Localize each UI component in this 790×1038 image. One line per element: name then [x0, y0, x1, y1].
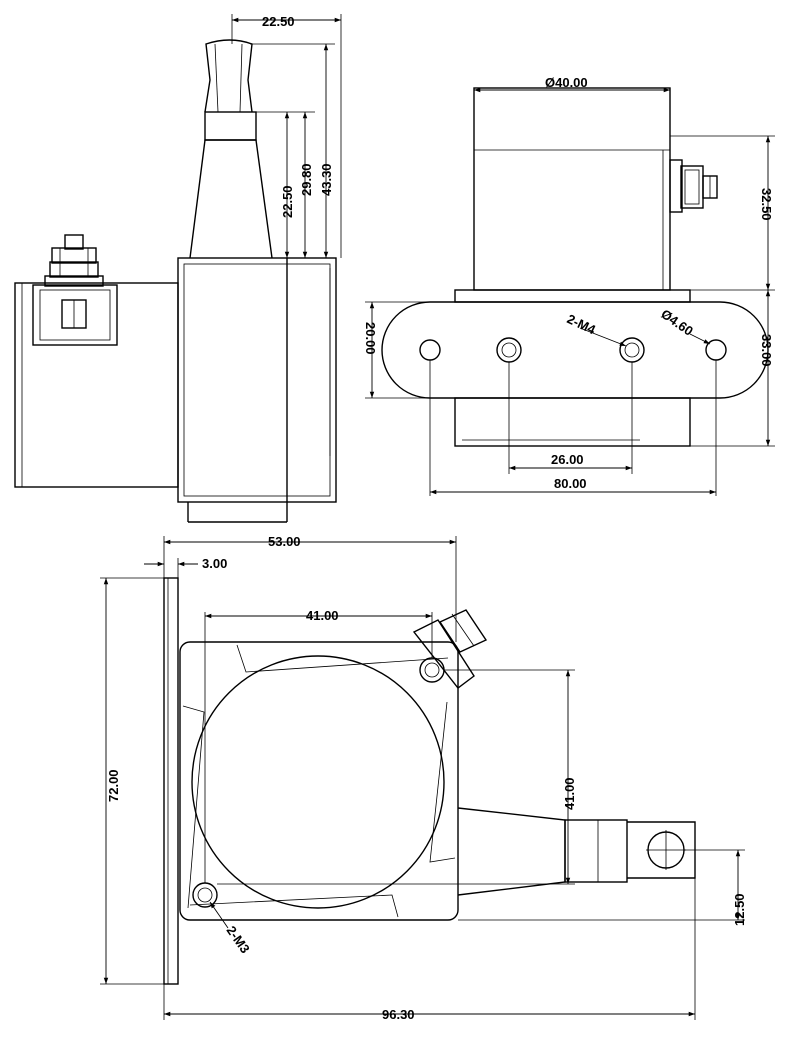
- dim-flange-height: 33.00: [759, 334, 774, 367]
- dim-overall-length: 96.30: [382, 1007, 415, 1022]
- dim-top-height: 32.50: [759, 188, 774, 221]
- side-view-housing: [177, 257, 337, 523]
- dim-thread-m3: 2-M3: [224, 923, 253, 956]
- front-dim-overall-96-30: 96.30: [163, 878, 696, 1022]
- front-dim-bolt-41-h: 41.00: [204, 608, 433, 883]
- top-view-cylinder: [473, 87, 671, 291]
- front-dim-width-53: 53.00: [163, 534, 457, 642]
- side-view: 22.50 43.30 29.80 22.50: [14, 14, 342, 523]
- dim-side-height-22: 22.50: [280, 185, 295, 218]
- front-view-body: [179, 641, 459, 921]
- dim-hole-spacing: 26.00: [551, 452, 584, 467]
- side-dim-22-50-top: 22.50: [231, 14, 342, 258]
- top-dim-flange-width: 20.00: [363, 301, 430, 399]
- dim-hole-diameter: Ø4.60: [658, 306, 696, 339]
- dim-side-height-43: 43.30: [319, 163, 334, 196]
- dim-front-height: 72.00: [106, 769, 121, 802]
- dim-top-diameter: Ø40.00: [545, 75, 588, 90]
- front-dim-height-72: 72.00: [100, 577, 164, 985]
- top-dim-diameter: Ø40.00: [474, 75, 670, 93]
- dim-front-width: 53.00: [268, 534, 301, 549]
- front-view-cable-arm: [457, 807, 696, 896]
- dim-flange-thickness: 3.00: [202, 556, 227, 571]
- dim-bolt-spacing-v: 41.00: [562, 777, 577, 810]
- side-view-cable-exit: [189, 39, 273, 259]
- top-view-fitting: [669, 159, 718, 213]
- dim-flange-length: 80.00: [554, 476, 587, 491]
- side-view-cylinder: [14, 282, 179, 488]
- dim-side-height-29: 29.80: [299, 163, 314, 196]
- dim-cable-offset: 12.50: [732, 893, 747, 926]
- top-dim-bottom: 26.00 80.00: [429, 360, 717, 496]
- side-view-nut-fitting: [32, 234, 118, 346]
- dim-flange-width: 20.00: [363, 322, 378, 355]
- side-dim-heights: 43.30 29.80 22.50: [250, 43, 335, 258]
- dim-bolt-spacing-h: 41.00: [306, 608, 339, 623]
- front-view: 53.00 3.00 41.00 72.00 41.00: [100, 534, 747, 1022]
- top-dim-height: 32.50 33.00: [670, 135, 775, 447]
- front-dim-bolt-41-v: 41.00: [217, 669, 577, 885]
- front-view-flange: [163, 577, 179, 985]
- front-dim-flange-3: 3.00: [144, 556, 227, 578]
- top-view: Ø40.00 32.50 33.00 20.00 2-M4 Ø4.60: [363, 75, 775, 496]
- front-dim-m3-callout: 2-M3: [209, 901, 253, 956]
- front-view-corner-fitting: [412, 609, 488, 689]
- front-dim-cable-12-50: 12.50: [458, 849, 747, 926]
- dim-side-top-width: 22.50: [262, 14, 295, 29]
